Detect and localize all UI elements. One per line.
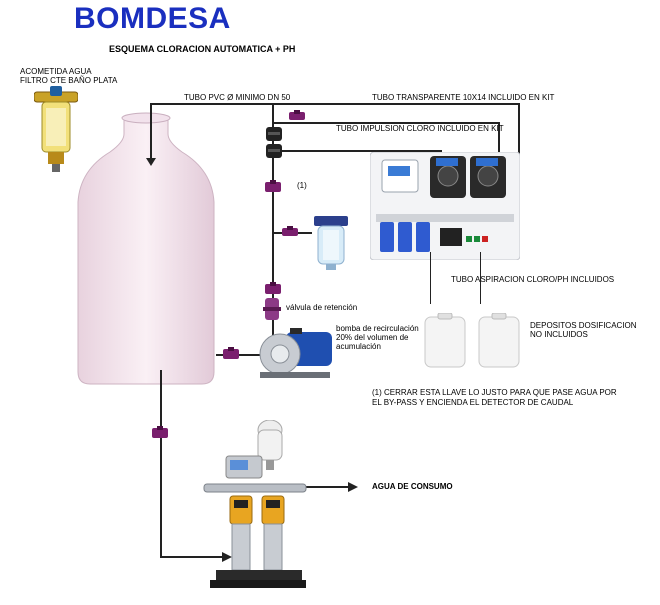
note-line-1: (1) CERRAR ESTA LLAVE LO JUSTO PARA QUE … bbox=[372, 388, 617, 397]
valve-outlet-icon bbox=[152, 426, 168, 438]
valve-regulation-icon bbox=[265, 180, 281, 192]
label-marker-1: (1) bbox=[297, 181, 307, 190]
label-bomba-1: bomba de recirculación bbox=[336, 324, 419, 333]
pipe-tank-outlet bbox=[160, 370, 162, 558]
pipe-tank-to-pump bbox=[216, 354, 268, 356]
booster-pump-set-icon bbox=[200, 420, 310, 592]
check-valve-icon bbox=[263, 298, 281, 320]
dosing-control-panel-icon bbox=[370, 152, 520, 260]
label-bomba-2: 20% del volumen de bbox=[336, 333, 409, 342]
pipe-tank-inlet bbox=[150, 103, 152, 163]
label-bomba-3: acumulación bbox=[336, 342, 381, 351]
valve-pump-inlet-icon bbox=[223, 347, 239, 359]
pipe-riser bbox=[272, 103, 274, 355]
pipe-impulsion-down bbox=[498, 122, 500, 152]
label-tubo-impulsion: TUBO IMPULSION CLORO INCLUIDO EN KIT bbox=[336, 124, 504, 133]
pipe-top-main bbox=[150, 103, 520, 105]
storage-tank-icon bbox=[76, 112, 216, 387]
label-tubo-aspiracion: TUBO ASPIRACION CLORO/PH INCLUIDOS bbox=[451, 275, 615, 284]
pipe-impulsion-1 bbox=[272, 122, 500, 124]
fitting-upper-icon bbox=[266, 127, 282, 141]
arrow-right-booster-icon bbox=[222, 552, 232, 562]
label-tubo-transparente: TUBO TRANSPARENTE 10X14 INCLUIDO EN KIT bbox=[372, 93, 555, 102]
label-filtro: FILTRO CTE BAÑO PLATA bbox=[20, 76, 118, 85]
label-valvula-retencion: válvula de retención bbox=[286, 303, 358, 312]
label-agua-consumo: AGUA DE CONSUMO bbox=[372, 482, 453, 491]
aspiration-tube-chlorine bbox=[430, 252, 431, 304]
silver-filter-icon bbox=[34, 86, 78, 172]
label-acometida: ACOMETIDA AGUA bbox=[20, 67, 92, 76]
arrow-down-icon bbox=[146, 158, 156, 166]
label-depositos-1: DEPOSITOS DOSIFICACION bbox=[530, 321, 637, 330]
brand-title: BOMDESA bbox=[74, 2, 231, 35]
label-depositos-2: NO INCLUIDOS bbox=[530, 330, 588, 339]
recirculation-pump-icon bbox=[256, 322, 334, 382]
note-line-2: EL BY-PASS Y ENCIENDA EL DETECTOR DE CAU… bbox=[372, 398, 574, 407]
pipe-to-booster bbox=[160, 556, 230, 558]
valve-lower-icon bbox=[265, 282, 281, 294]
label-tubo-pvc: TUBO PVC Ø MINIMO DN 50 bbox=[184, 93, 291, 102]
bypass-filter-icon bbox=[312, 216, 350, 270]
valve-bypass-icon bbox=[282, 226, 298, 238]
aspiration-tube-ph bbox=[480, 252, 481, 304]
pipe-consumo bbox=[272, 486, 352, 488]
dosing-tank-ph-icon bbox=[478, 313, 520, 369]
arrow-right-icon bbox=[348, 482, 358, 492]
diagram-subtitle: ESQUEMA CLORACION AUTOMATICA + PH bbox=[109, 44, 296, 54]
valve-top-icon bbox=[289, 110, 305, 122]
dosing-tank-chlorine-icon bbox=[424, 313, 466, 369]
fitting-lower-icon bbox=[266, 144, 282, 158]
pipe-impulsion-2 bbox=[272, 150, 442, 152]
